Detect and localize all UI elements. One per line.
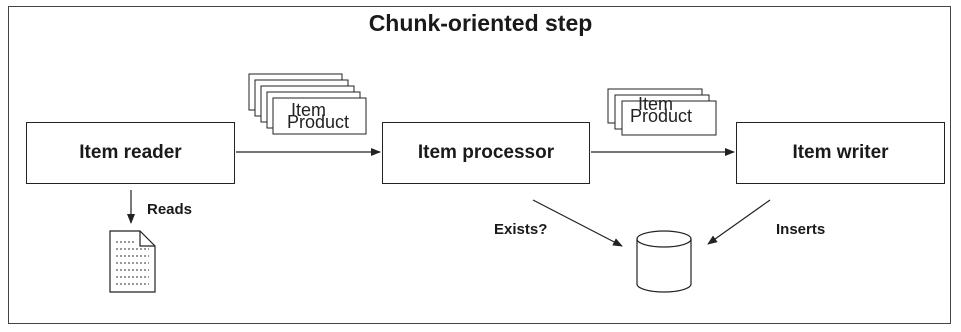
item-reader-label: Item reader — [79, 142, 182, 163]
item-processor-label: Item processor — [417, 142, 555, 163]
item-card-front-label: Product — [630, 106, 692, 126]
item-stack-1: Item Product — [248, 73, 367, 135]
document-icon — [109, 230, 156, 293]
item-writer-box: Item writer — [736, 122, 945, 184]
inserts-label: Inserts — [776, 221, 826, 238]
diagram-title: Chunk-oriented step — [368, 10, 593, 36]
exists-label: Exists? — [494, 221, 548, 238]
exists-arrow — [532, 199, 623, 247]
item-card — [272, 97, 367, 135]
reads-label: Reads — [147, 201, 193, 218]
item-writer-label: Item writer — [792, 142, 889, 163]
item-processor-box: Item processor — [382, 122, 590, 184]
item-card-back-label: Item — [291, 100, 326, 120]
item-card-back-label: Item — [638, 94, 673, 114]
item-reader-box: Item reader — [26, 122, 235, 184]
inserts-arrow — [707, 199, 771, 245]
database-icon — [636, 230, 692, 293]
item-card — [621, 100, 717, 136]
item-stack-2: Item Product — [607, 88, 717, 136]
item-card-front-label: Product — [287, 112, 349, 132]
